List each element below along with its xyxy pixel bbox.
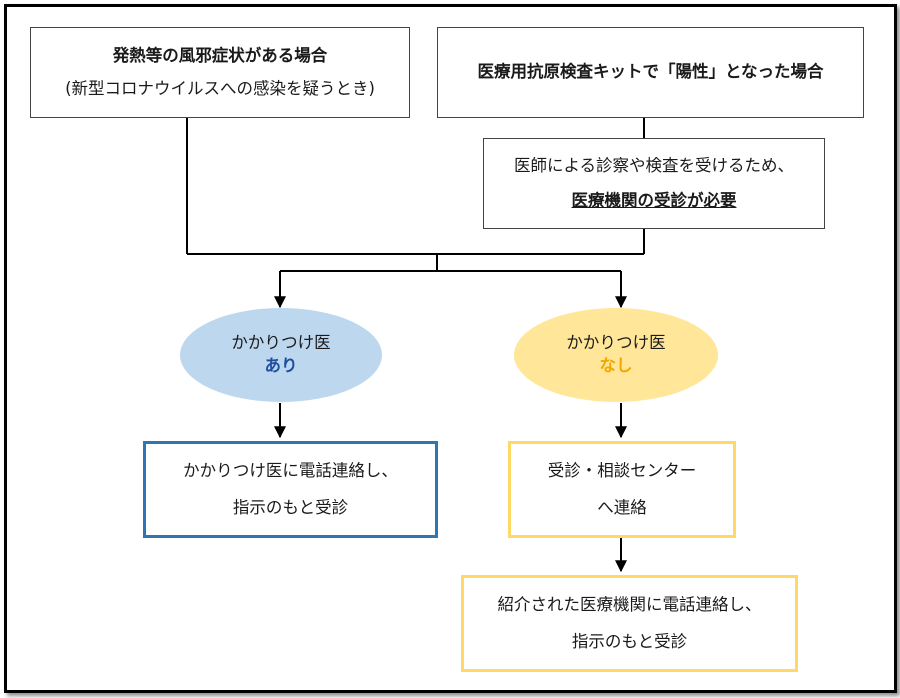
- call-family-doctor-line2: 指示のもと受診: [232, 497, 349, 517]
- doctor-required-line1: 医師による診察や検査を受けるため、: [513, 155, 794, 175]
- consult-center-box: 受診・相談センター へ連絡: [508, 441, 736, 538]
- no-family-doctor-status: なし: [599, 356, 633, 375]
- no-family-doctor-label: かかりつけ医: [566, 333, 666, 353]
- fever-symptoms-box: 発熱等の風邪症状がある場合 (新型コロナウイルスへの感染を疑うとき): [30, 27, 410, 118]
- consult-center-line2: へ連絡: [597, 497, 647, 517]
- call-referred-line2: 指示のもと受診: [571, 631, 688, 651]
- call-family-doctor-box: かかりつけ医に電話連絡し、 指示のもと受診: [143, 441, 438, 538]
- no-family-doctor-ellipse: かかりつけ医 なし: [514, 308, 718, 402]
- fever-symptoms-title: 発熱等の風邪症状がある場合: [112, 45, 328, 65]
- fever-symptoms-subtitle: (新型コロナウイルスへの感染を疑うとき): [65, 78, 375, 98]
- antigen-positive-box: 医療用抗原検査キットで「陽性」となった場合: [437, 27, 864, 118]
- call-referred-line1: 紹介された医療機関に電話連絡し、: [497, 594, 762, 614]
- call-family-doctor-line1: かかりつけ医に電話連絡し、: [183, 460, 398, 480]
- antigen-positive-title: 医療用抗原検査キットで「陽性」となった場合: [477, 62, 824, 82]
- call-referred-institution-box: 紹介された医療機関に電話連絡し、 指示のもと受診: [461, 575, 798, 672]
- has-family-doctor-ellipse: かかりつけ医 あり: [180, 308, 382, 402]
- consult-center-line1: 受診・相談センター: [547, 460, 697, 480]
- doctor-required-line2: 医療機関の受診が必要: [571, 190, 737, 210]
- has-family-doctor-label: かかりつけ医: [231, 333, 331, 353]
- doctor-required-box: 医師による診察や検査を受けるため、 医療機関の受診が必要: [483, 138, 825, 229]
- has-family-doctor-status: あり: [264, 356, 298, 375]
